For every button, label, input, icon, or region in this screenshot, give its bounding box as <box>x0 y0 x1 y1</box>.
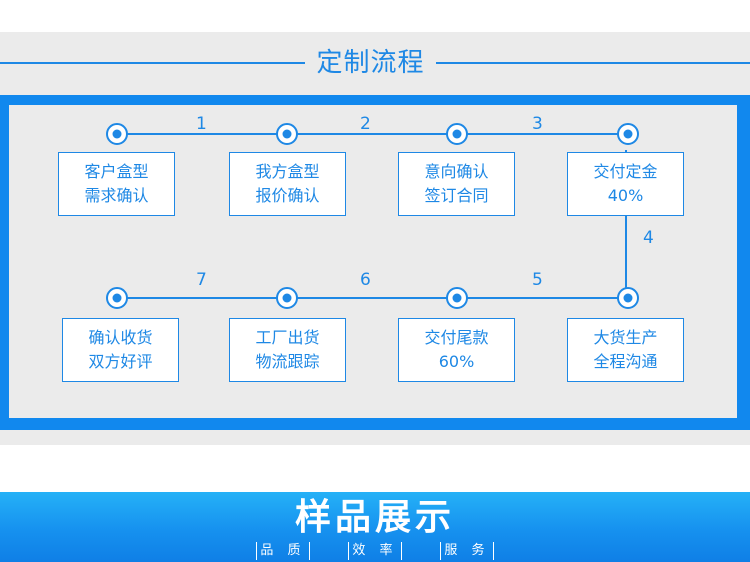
step-number: 3 <box>532 114 543 134</box>
section-title: 定制流程 <box>316 48 425 78</box>
step-number: 6 <box>360 270 371 290</box>
step-box-line: 大货生产 <box>593 328 658 347</box>
node-dot <box>276 287 298 309</box>
step-box-line: 签订合同 <box>424 186 489 205</box>
step-number: 2 <box>360 114 371 134</box>
step-box-line: 需求确认 <box>84 186 149 205</box>
step-box-line: 40% <box>607 186 644 205</box>
node-dot <box>276 123 298 145</box>
step-box-line: 客户盒型 <box>84 162 149 181</box>
sample-banner <box>0 492 750 562</box>
step-box-line: 意向确认 <box>424 162 489 181</box>
step-box-line: 确认收货 <box>88 328 153 347</box>
node-dot <box>617 287 639 309</box>
node-dot <box>617 123 639 145</box>
banner-tag: 品 质 <box>256 542 310 560</box>
node-dot <box>106 123 128 145</box>
step-box: 交付尾款 60% <box>398 318 515 382</box>
step-box-line: 交付尾款 <box>424 328 489 347</box>
step-box-line: 物流跟踪 <box>255 352 320 371</box>
banner-tag: 服 务 <box>440 542 494 560</box>
top-white-strip <box>0 0 750 32</box>
title-divider-left <box>0 62 305 64</box>
node-dot <box>446 287 468 309</box>
step-box-line: 工厂出货 <box>255 328 320 347</box>
step-box-line: 交付定金 <box>593 162 658 181</box>
node-dot <box>446 123 468 145</box>
step-number: 7 <box>196 270 207 290</box>
step-box: 交付定金 40% <box>567 152 684 216</box>
step-box-line: 我方盒型 <box>255 162 320 181</box>
step-box: 客户盒型 需求确认 <box>58 152 175 216</box>
step-number: 4 <box>643 228 654 248</box>
step-box-line: 双方好评 <box>88 352 153 371</box>
sample-banner-title: 样品展示 <box>294 497 455 538</box>
step-box-line: 报价确认 <box>255 186 320 205</box>
step-box-line: 60% <box>438 352 475 371</box>
step-box: 意向确认 签订合同 <box>398 152 515 216</box>
step-box: 工厂出货 物流跟踪 <box>229 318 346 382</box>
banner-tag: 效 率 <box>348 542 402 560</box>
node-dot <box>106 287 128 309</box>
step-box: 我方盒型 报价确认 <box>229 152 346 216</box>
step-number: 5 <box>532 270 543 290</box>
step-number: 1 <box>196 114 207 134</box>
step-box: 大货生产 全程沟通 <box>567 318 684 382</box>
step-box-line: 全程沟通 <box>593 352 658 371</box>
step-box: 确认收货 双方好评 <box>62 318 179 382</box>
title-divider-right <box>436 62 750 64</box>
